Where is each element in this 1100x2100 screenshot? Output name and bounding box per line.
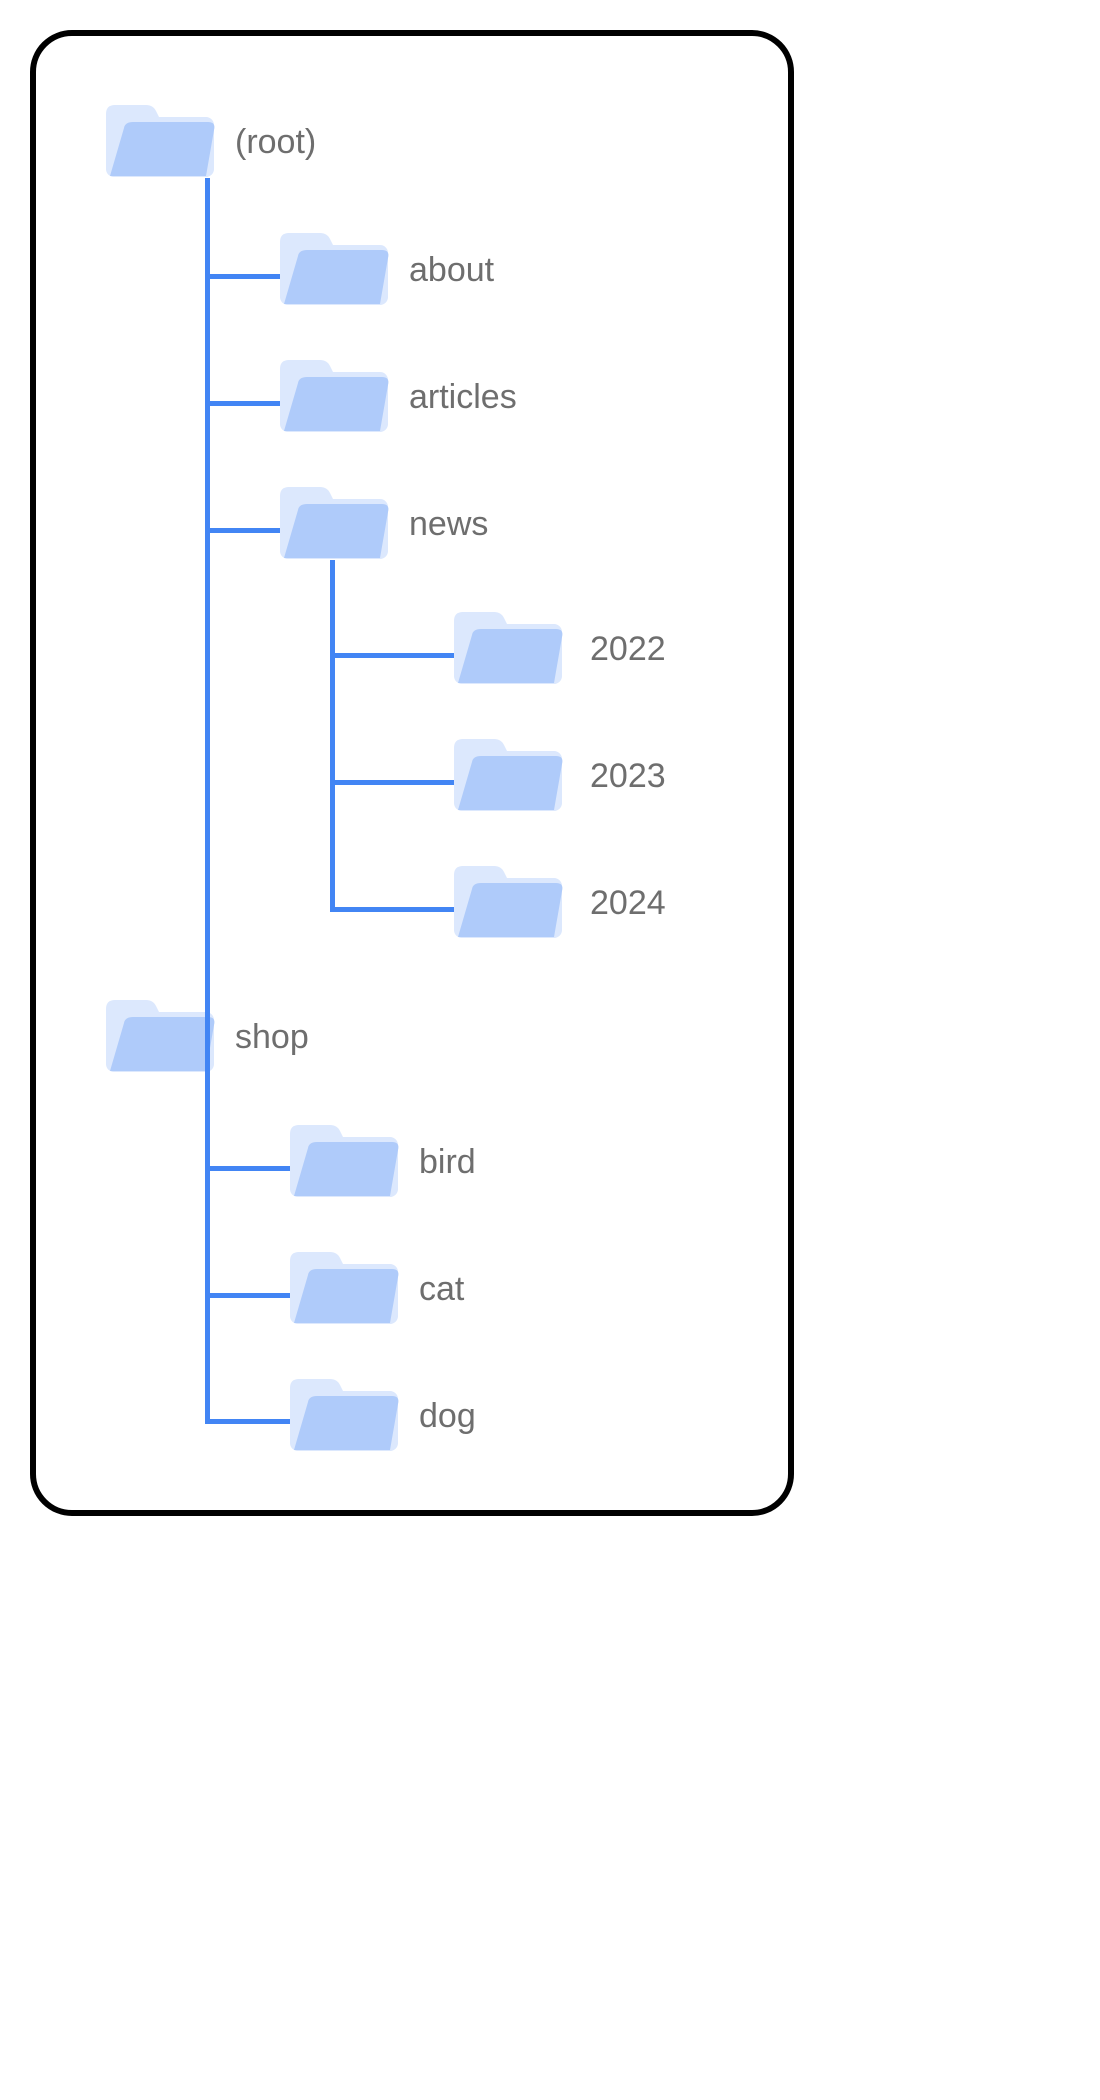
tree-node-label: bird <box>419 1143 476 1181</box>
folder-icon <box>102 100 220 192</box>
folder-icon <box>450 734 568 826</box>
tree-node-label: 2024 <box>590 884 666 922</box>
tree-node-label: 2023 <box>590 757 666 795</box>
folder-icon <box>286 1120 404 1212</box>
tree-node-label: dog <box>419 1397 476 1435</box>
diagram-card <box>30 30 794 1516</box>
folder-icon <box>286 1374 404 1466</box>
folder-icon <box>286 1247 404 1339</box>
folder-icon <box>450 607 568 699</box>
tree-node-label: shop <box>235 1018 309 1056</box>
folder-icon <box>102 995 220 1087</box>
tree-node-label: news <box>409 505 489 543</box>
folder-icon <box>276 482 394 574</box>
tree-node-label: cat <box>419 1270 465 1308</box>
tree-node-label: about <box>409 251 495 289</box>
folder-icon <box>276 355 394 447</box>
tree-node-label: 2022 <box>590 630 666 668</box>
tree-node-label: articles <box>409 378 517 416</box>
tree-node-label: (root) <box>235 123 317 161</box>
folder-icon <box>450 861 568 953</box>
edge-root-trunk-overlay <box>205 995 210 1095</box>
folder-icon <box>276 228 394 320</box>
